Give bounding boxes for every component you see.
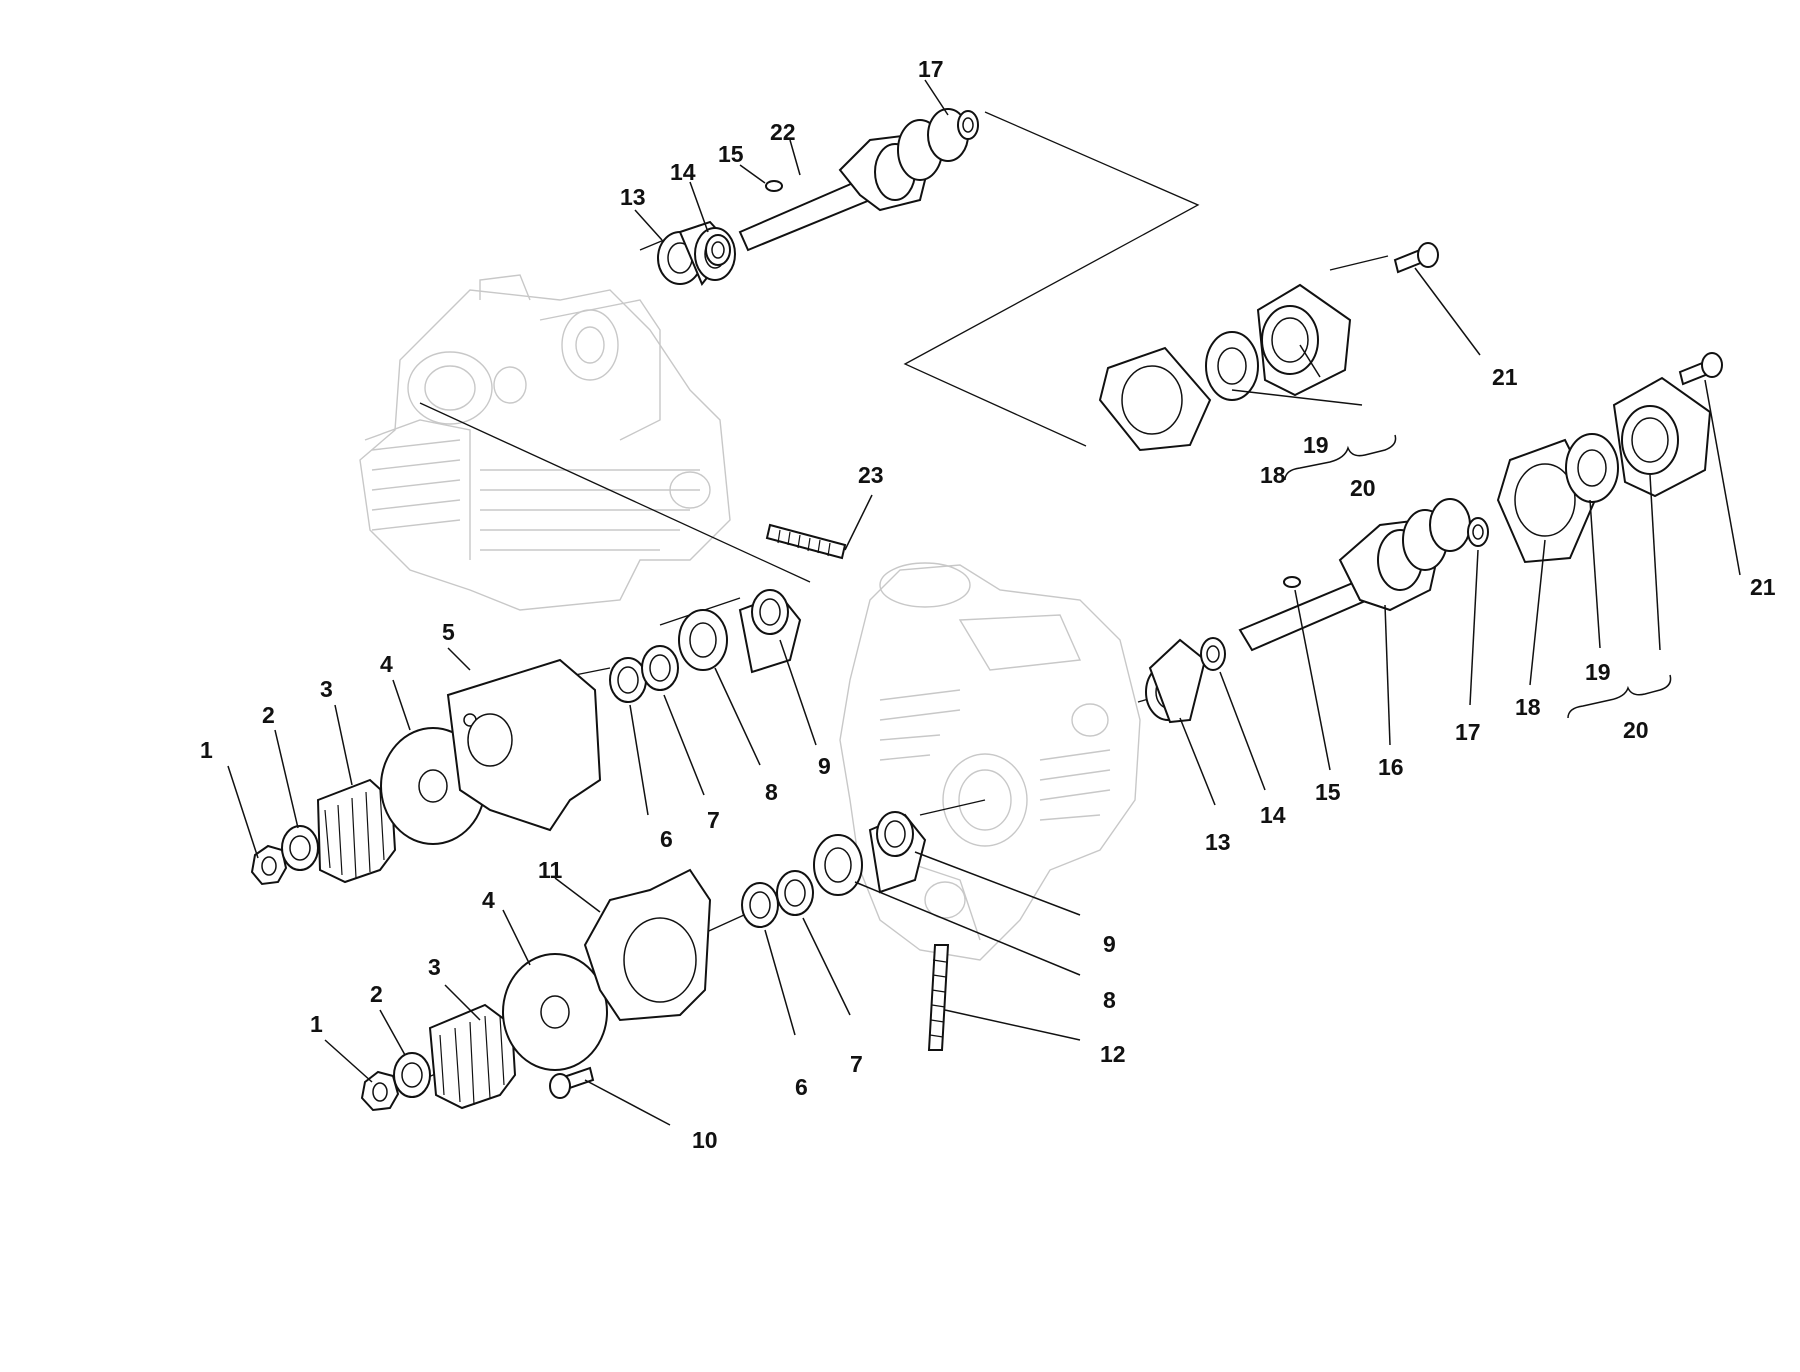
lower-right-shaft-assembly	[1145, 352, 1723, 724]
callout-20: 20	[1350, 475, 1376, 501]
callout-8: 8	[1103, 987, 1116, 1013]
callout-2: 2	[370, 981, 383, 1007]
callout-15: 15	[1315, 779, 1341, 805]
callout-labels: 17 22 15 14 13 23 18 19 20 21 21 19 20 1…	[200, 56, 1776, 1153]
callout-18: 18	[1260, 462, 1286, 488]
shaft-16	[1238, 578, 1374, 652]
callout-13: 13	[620, 184, 646, 210]
callout-7: 7	[850, 1051, 863, 1077]
pulley-3-upper	[316, 778, 397, 884]
cover-5	[446, 658, 602, 832]
callout-23: 23	[858, 462, 884, 488]
callout-leaders	[227, 79, 1741, 1126]
callout-1: 1	[310, 1011, 323, 1037]
callout-7: 7	[707, 807, 720, 833]
assembly-axis-lines	[319, 111, 1389, 1086]
shaft-22	[738, 178, 872, 252]
stud-12	[927, 944, 950, 1051]
callout-16: 16	[1378, 754, 1404, 780]
callout-2: 2	[262, 702, 275, 728]
key-15-upper	[765, 180, 783, 192]
callout-20: 20	[1623, 717, 1649, 743]
crankcase-ghost	[839, 562, 1141, 961]
callout-5: 5	[442, 619, 455, 645]
callout-15: 15	[718, 141, 744, 167]
callout-3: 3	[428, 954, 441, 980]
callout-6: 6	[660, 826, 673, 852]
callout-19: 19	[1303, 432, 1329, 458]
callout-17: 17	[918, 56, 944, 82]
callout-21: 21	[1492, 364, 1518, 390]
callout-3: 3	[320, 676, 333, 702]
callout-1: 1	[200, 737, 213, 763]
callout-10: 10	[692, 1127, 718, 1153]
callout-4: 4	[380, 651, 393, 677]
callout-9: 9	[1103, 931, 1116, 957]
stud-23	[765, 523, 847, 560]
callout-17: 17	[1455, 719, 1481, 745]
callout-18: 18	[1515, 694, 1541, 720]
callout-19: 19	[1585, 659, 1611, 685]
callout-21: 21	[1750, 574, 1776, 600]
upper-cover-group	[1098, 242, 1439, 452]
lower-pulley-group	[360, 868, 712, 1112]
callout-14: 14	[1260, 802, 1286, 828]
callout-6: 6	[795, 1074, 808, 1100]
upper-spacer-group	[609, 589, 802, 703]
callout-12: 12	[1100, 1041, 1126, 1067]
callout-4: 4	[482, 887, 495, 913]
key-15-lower	[1283, 576, 1301, 588]
cylinder-head-ghost	[359, 274, 731, 611]
upper-pulley-group	[250, 658, 602, 886]
callout-11: 11	[538, 857, 563, 883]
callout-8: 8	[765, 779, 778, 805]
lower-spacer-group	[741, 811, 927, 928]
pulley-3-lower	[428, 1003, 517, 1110]
callout-9: 9	[818, 753, 831, 779]
callout-14: 14	[670, 159, 696, 185]
upper-shaft-assembly	[657, 108, 979, 286]
callout-13: 13	[1205, 829, 1231, 855]
callout-22: 22	[770, 119, 796, 145]
